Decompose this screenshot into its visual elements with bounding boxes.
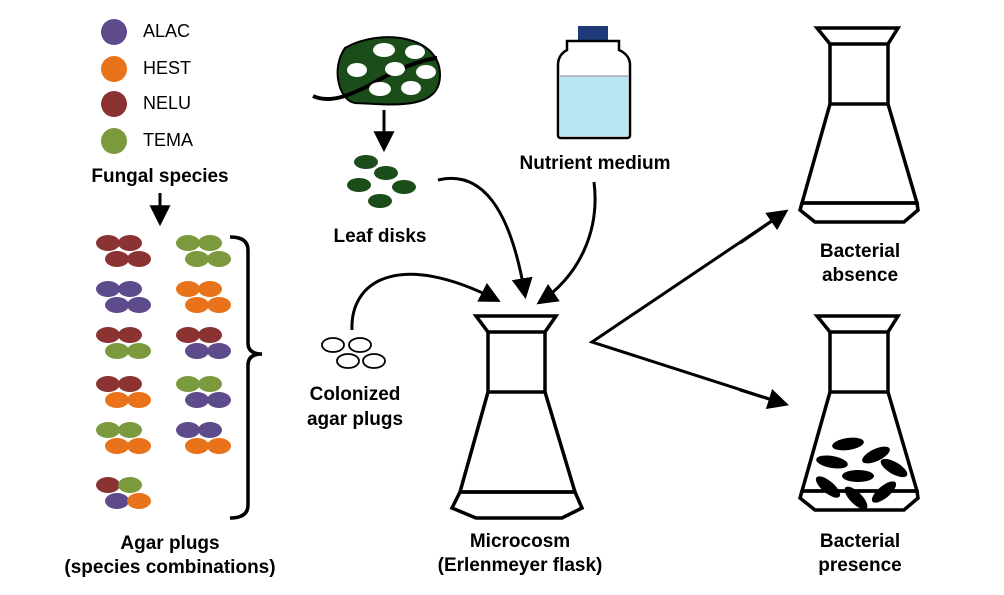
plug-hest (185, 297, 209, 313)
plug-tema (176, 235, 200, 251)
plug-hest (185, 438, 209, 454)
plug-combination-8 (176, 376, 231, 408)
bacterial-presence-label-line2: presence (818, 555, 902, 576)
plug-combination-6 (176, 327, 231, 359)
legend-dot-nelu (101, 91, 127, 117)
nutrient-medium-label: Nutrient medium (519, 153, 671, 174)
colonized-plugs-label-line2: agar plugs (306, 409, 404, 430)
plug-nelu (96, 477, 120, 493)
plug-combination-5 (96, 327, 151, 359)
absence-flask-icon (797, 26, 920, 224)
legend-label-hest: HEST (143, 58, 192, 78)
arrow-colonized-to-microcosm (350, 272, 501, 331)
nutrient-bottle-icon (556, 26, 632, 140)
arrow-to-outcomes (588, 210, 786, 406)
plug-alac (207, 343, 231, 359)
legend-dot-tema (101, 128, 127, 154)
leaf-icon (312, 36, 442, 106)
plug-alac (185, 392, 209, 408)
bacterial-presence-label-line1: Bacterial (819, 531, 901, 552)
arrow-disks-to-microcosm (437, 176, 533, 300)
legend-dot-hest (101, 56, 127, 82)
plug-combination-7 (96, 376, 151, 408)
plug-hest (207, 297, 231, 313)
plug-tema (118, 422, 142, 438)
plug-alac (185, 343, 209, 359)
plug-alac (96, 281, 120, 297)
arrow-medium-to-microcosm (536, 181, 597, 305)
plug-alac (118, 281, 142, 297)
plug-nelu (105, 251, 129, 267)
microcosm-label-line2: (Erlenmeyer flask) (437, 555, 603, 576)
fungal-species-label: Fungal species (91, 166, 229, 187)
plug-hest (105, 438, 129, 454)
plug-tema (96, 422, 120, 438)
microcosm-flask-icon (449, 314, 585, 520)
plug-nelu (127, 251, 151, 267)
plug-alac (105, 297, 129, 313)
bacterial-absence-label-line1: Bacterial (819, 241, 901, 262)
plug-tema (105, 343, 129, 359)
legend-dots (101, 19, 127, 154)
plug-combination-3 (96, 281, 151, 313)
plug-hest (105, 392, 129, 408)
legend-label-tema: TEMA (143, 130, 194, 150)
bracket (229, 235, 263, 520)
plug-nelu (176, 327, 200, 343)
plug-nelu (118, 327, 142, 343)
plug-nelu (118, 235, 142, 251)
plug-hest (176, 281, 200, 297)
microcosm-label-line1: Microcosm (469, 531, 571, 552)
plug-alac (105, 493, 129, 509)
presence-flask-icon (797, 314, 920, 512)
plug-combination-9 (96, 422, 151, 454)
plug-combination-4 (176, 281, 231, 313)
plug-tema (118, 477, 142, 493)
plug-tema (185, 251, 209, 267)
plug-nelu (198, 327, 222, 343)
plug-hest (198, 281, 222, 297)
agar-plugs-label-line1: Agar plugs (120, 533, 220, 554)
plug-alac (207, 392, 231, 408)
leaf-disks-label: Leaf disks (333, 226, 427, 247)
plug-hest (207, 438, 231, 454)
plug-combination-1 (96, 235, 151, 267)
plug-nelu (96, 327, 120, 343)
bacterial-absence-label-line2: absence (821, 265, 899, 286)
plug-tema (207, 251, 231, 267)
plug-hest (127, 438, 151, 454)
bacteria-icon (815, 437, 908, 510)
colonized-plugs-icon (321, 337, 386, 369)
plug-alac (198, 422, 222, 438)
plug-tema (127, 343, 151, 359)
agar-plug-combinations (96, 235, 231, 509)
legend-dot-alac (101, 19, 127, 45)
plug-nelu (96, 235, 120, 251)
plug-tema (198, 376, 222, 392)
plug-alac (176, 422, 200, 438)
plug-nelu (96, 376, 120, 392)
plug-alac (127, 297, 151, 313)
plug-combination-2 (176, 235, 231, 267)
plug-combination-11 (96, 477, 151, 509)
plug-combination-10 (176, 422, 231, 454)
leaf-disks-icon (347, 155, 416, 208)
plug-nelu (118, 376, 142, 392)
legend-label-alac: ALAC (143, 21, 191, 41)
plug-hest (127, 493, 151, 509)
plug-tema (198, 235, 222, 251)
agar-plugs-label-line2: (species combinations) (64, 557, 276, 578)
plug-hest (127, 392, 151, 408)
legend-label-nelu: NELU (143, 93, 192, 113)
colonized-plugs-label-line1: Colonized (309, 384, 401, 405)
plug-tema (176, 376, 200, 392)
